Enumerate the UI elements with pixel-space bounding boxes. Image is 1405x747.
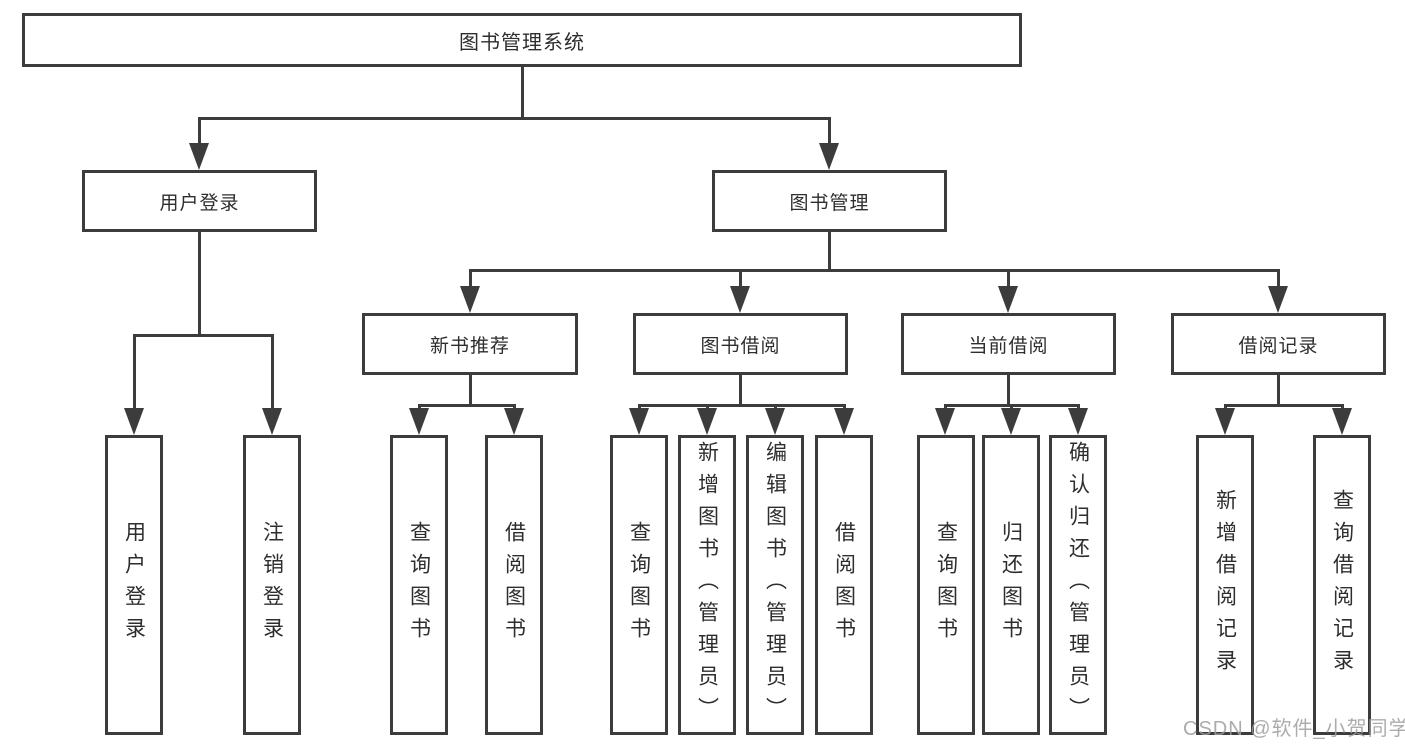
arrowhead-down-icon [1332, 408, 1352, 435]
arrowhead-down-icon [189, 143, 209, 170]
node-label: 图书管理 [789, 192, 870, 214]
node-login: 用户登录 [105, 435, 163, 735]
connector-borrow-records-crossbar [1223, 403, 1344, 407]
arrowhead-down-icon [1068, 408, 1088, 435]
connector-user-login-drop-0 [132, 335, 136, 425]
node-current-borrow: 当前借阅 [901, 313, 1116, 375]
node-label: 查询借阅记录 [1330, 489, 1354, 681]
connector-user-login-stem [197, 232, 201, 335]
connector-new-book-recommend-crossbar [417, 403, 516, 407]
node-cb-return-book: 归还图书 [982, 435, 1040, 735]
arrowhead-down-icon [1215, 408, 1235, 435]
node-label: 注销登录 [260, 521, 284, 649]
arrowhead-down-icon [765, 408, 785, 435]
node-cb-query-book: 查询图书 [917, 435, 975, 735]
connector-root-drop-0 [197, 118, 201, 160]
connector-current-borrow-stem [1006, 375, 1010, 405]
arrowhead-down-icon [262, 408, 282, 435]
connector-root-stem [520, 67, 524, 118]
connector-book-borrow-crossbar [637, 403, 846, 407]
arrowhead-down-icon [998, 286, 1018, 313]
node-br-query-record: 查询借阅记录 [1313, 435, 1371, 735]
node-root: 图书管理系统 [22, 13, 1022, 67]
node-cb-confirm-return: 确认归还（管理员） [1049, 435, 1107, 735]
node-user-login: 用户登录 [82, 170, 317, 232]
connector-book-borrow-stem [738, 375, 742, 405]
node-nbr-query-book: 查询图书 [390, 435, 448, 735]
node-br-add-record: 新增借阅记录 [1196, 435, 1254, 735]
arrowhead-down-icon [504, 408, 524, 435]
node-bb-query-book: 查询图书 [610, 435, 668, 735]
arrowhead-down-icon [1268, 286, 1288, 313]
arrowhead-down-icon [834, 408, 854, 435]
arrowhead-down-icon [935, 408, 955, 435]
arrowhead-down-icon [460, 286, 480, 313]
arrowhead-down-icon [819, 143, 839, 170]
connector-user-login-drop-1 [270, 335, 274, 425]
node-bb-add-book: 新增图书（管理员） [678, 435, 736, 735]
node-nbr-borrow-book: 借阅图书 [485, 435, 543, 735]
node-label: 新增图书（管理员） [695, 441, 719, 729]
connector-root-drop-1 [827, 118, 831, 160]
arrowhead-down-icon [730, 286, 750, 313]
node-label: 编辑图书（管理员） [763, 441, 787, 729]
node-label: 查询图书 [407, 521, 431, 649]
node-label: 借阅图书 [832, 521, 856, 649]
arrowhead-down-icon [629, 408, 649, 435]
watermark: CSDN @软件_小贺同学 [1183, 718, 1405, 740]
node-book-management: 图书管理 [712, 170, 947, 232]
node-label: 当前借阅 [968, 335, 1049, 357]
arrowhead-down-icon [124, 408, 144, 435]
arrowhead-down-icon [409, 408, 429, 435]
node-label: 查询图书 [934, 521, 958, 649]
node-logout: 注销登录 [243, 435, 301, 735]
node-new-book-recommend: 新书推荐 [362, 313, 578, 375]
node-label: 新书推荐 [429, 335, 510, 357]
node-label: 用户登录 [122, 521, 146, 649]
node-label: 图书借阅 [700, 335, 781, 357]
node-bb-edit-book: 编辑图书（管理员） [746, 435, 804, 735]
arrowhead-down-icon [1001, 408, 1021, 435]
connector-root-crossbar [197, 116, 831, 120]
node-book-borrow: 图书借阅 [633, 313, 848, 375]
connector-user-login-crossbar [132, 333, 274, 337]
connector-borrow-records-stem [1276, 375, 1280, 405]
node-label: 用户登录 [159, 192, 240, 214]
node-bb-borrow-book: 借阅图书 [815, 435, 873, 735]
node-label: 归还图书 [999, 521, 1023, 649]
connector-book-management-crossbar [468, 268, 1280, 272]
node-label: 新增借阅记录 [1213, 489, 1237, 681]
connector-book-management-stem [827, 232, 831, 270]
arrowhead-down-icon [697, 408, 717, 435]
node-label: 借阅记录 [1238, 335, 1319, 357]
connector-new-book-recommend-stem [468, 375, 472, 405]
node-label: 查询图书 [627, 521, 651, 649]
node-label: 图书管理系统 [459, 31, 585, 54]
node-label: 借阅图书 [502, 521, 526, 649]
node-label: 确认归还（管理员） [1066, 441, 1090, 729]
node-borrow-records: 借阅记录 [1171, 313, 1386, 375]
